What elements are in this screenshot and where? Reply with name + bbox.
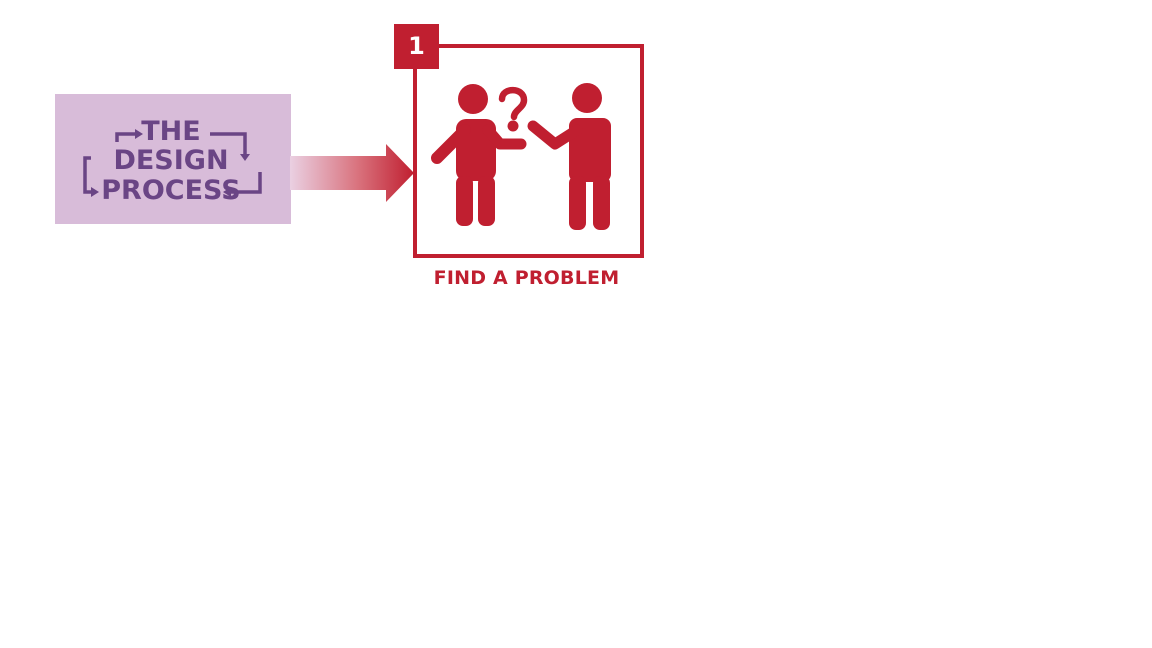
right-arrow-icon [290, 144, 414, 202]
step-number-badge: 1 [394, 24, 439, 69]
right-person-left-arm [527, 120, 583, 150]
left-person-left-arm [431, 124, 471, 164]
step-label: FIND A PROBLEM [433, 267, 620, 289]
connector-arrow [290, 144, 414, 202]
left-person-left-leg [456, 176, 473, 226]
logo-line-the: THE [141, 116, 200, 147]
logo-arrowheads [91, 129, 250, 197]
design-process-logo: THE DESIGN PROCESS [55, 94, 291, 224]
right-person-left-leg [569, 176, 586, 230]
question-mark-icon [498, 86, 528, 121]
left-person-right-leg [478, 176, 495, 226]
logo-line-process: PROCESS [101, 175, 240, 206]
logo-bracket-marks [83, 132, 262, 194]
logo-line-design: DESIGN [113, 145, 228, 176]
question-dot [507, 120, 519, 132]
right-person-right-leg [593, 176, 610, 230]
design-process-logo-graphic: THE DESIGN PROCESS [83, 116, 262, 206]
two-people-question-icon [431, 83, 611, 230]
right-person-head [572, 83, 602, 113]
left-person-right-arm [482, 124, 527, 150]
left-person-head [458, 84, 488, 114]
